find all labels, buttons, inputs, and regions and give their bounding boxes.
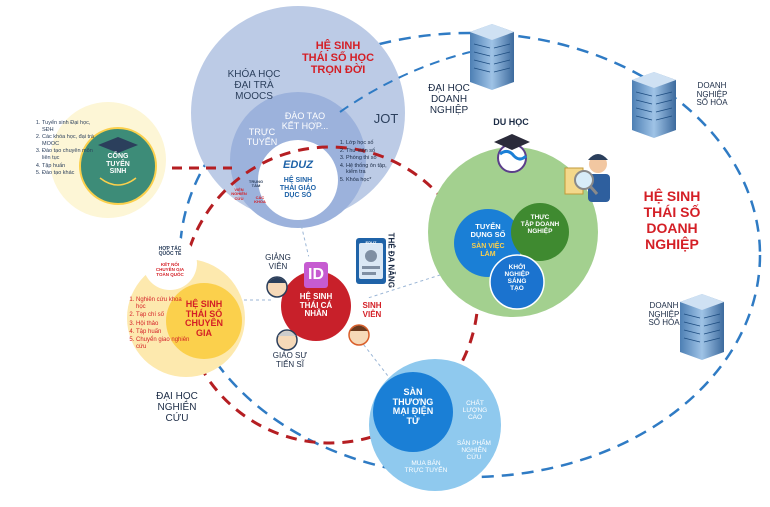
moocs-label: KHÓA HỌC ĐẠI TRÀ MOOCS	[227, 69, 281, 102]
blended-label: ĐÀO TẠO KẾT HỢP...	[281, 111, 329, 131]
card-brand: EDUZ	[365, 240, 377, 245]
list-item: Tạp chí số	[136, 312, 190, 319]
admissions-list: Tuyển sinh Đại học, SĐH Các khóa học, đạ…	[30, 120, 94, 178]
list-item: Tập huấn	[136, 329, 190, 336]
building-icon	[470, 24, 514, 90]
list-item: Nghiên cứu khoa học	[136, 297, 190, 311]
enterprise-title: HỆ SINH THÁI SỐ DOANH NGHIỆP	[643, 188, 701, 253]
digital-edu-label: HỆ SINH THÁI GIÁO DỤC SỐ	[279, 177, 317, 200]
startup-circle	[489, 254, 545, 310]
professor-label: GIÁO SƯ TIẾN SĨ	[272, 351, 308, 369]
list-item: Lớp học số	[346, 140, 398, 147]
id-icon	[304, 262, 328, 288]
recruit-label: TUYỂN DỤNG SỐ	[470, 222, 506, 240]
digital-enterprise-label-1: DOANH NGHIỆP SỐ HÓA	[696, 81, 728, 108]
research-products-label: SẢN PHẨM NGHIÊN CỨU	[457, 440, 491, 462]
list-item: Các khóa học, đại trà MOOC	[42, 134, 94, 147]
admissions-badge-label: CỔNG TUYỂN SINH	[106, 153, 130, 176]
list-item: Khóa học*	[346, 177, 398, 184]
eduz-logo: EDUZ	[283, 159, 313, 171]
avatar-icon	[276, 329, 298, 351]
faculty-tag: CÁC KHOA	[254, 195, 266, 205]
intern-label: THỰC TẬP DOANH NGHIỆP	[520, 214, 560, 236]
expert-list: Nghiên cứu khoa học Tạp chí số Hội thảo …	[124, 297, 190, 352]
list-item: Chuyển giao nghiên cứu	[136, 337, 190, 351]
expert-title: HỆ SINH THÁI SỐ CHUYÊN GIA	[184, 299, 223, 339]
marketplace-title: SÀN THƯƠNG MẠI ĐIỆN TỬ	[392, 387, 434, 427]
enterprise-university-label: ĐẠI HỌC DOANH NGHIỆP	[428, 83, 470, 116]
admissions-badge	[79, 127, 157, 205]
jot-label: JOT	[373, 111, 399, 126]
funnel-arc	[99, 177, 137, 186]
intern-circle	[511, 203, 569, 261]
avatar-icon	[266, 276, 288, 298]
lifelong-features: Lớp học số Thư viện số Phòng thi số Hệ t…	[334, 140, 398, 185]
online-label: TRỰC TUYẾN	[246, 127, 278, 147]
coop-bubble	[143, 236, 197, 290]
list-item: Tuyển sinh Đại học, SĐH	[42, 120, 94, 133]
institute-tag: VIỆN NGHIÊN CỨU	[231, 187, 247, 201]
personal-red-circle	[281, 271, 351, 341]
list-item: Đào tạo khác	[42, 170, 94, 177]
research-uni-label: ĐẠI HỌC NGHIÊN CỨU	[156, 391, 198, 424]
list-item: Hội thảo	[136, 321, 190, 328]
avatar-icon	[348, 324, 370, 346]
personal-title: HỆ SINH THÁI CÁ NHÂN	[299, 292, 333, 319]
list-item: Phòng thi số	[346, 155, 398, 162]
eduz-white-circle	[258, 140, 338, 220]
coop-label: HỢP TÁC QUỐC TẾ	[158, 246, 182, 258]
digital-enterprise-label-2: DOANH NGHIỆP SỐ HÓA	[648, 301, 680, 328]
startup-label: KHỞI NGHIỆP SÁNG TẠO	[504, 264, 530, 293]
expert-inner-circle	[166, 283, 242, 359]
online-trade-label: MUA BÁN TRỰC TUYẾN	[404, 460, 448, 475]
list-item: Đào tạo chuyên môn liên tục	[42, 148, 94, 161]
list-item: Thư viện số	[346, 148, 398, 155]
building-icon	[632, 72, 676, 138]
funnel-cap-icon	[98, 137, 138, 153]
list-item: Hệ thống ôn tập, kiểm tra	[346, 163, 398, 176]
quality-label: CHẤT LƯỢNG CAO	[462, 400, 488, 422]
study-abroad-label: DU HỌC	[493, 117, 529, 127]
building-icon	[680, 294, 724, 360]
network-label: KẾT NỐI CHUYÊN GIA TOÀN QUỐC	[155, 262, 185, 277]
id-badge: ID	[308, 266, 324, 283]
list-item: Tập huấn	[42, 163, 94, 170]
graduation-globe-icon	[494, 134, 530, 173]
student-label: SINH VIÊN	[362, 301, 382, 319]
job-floor-label: SÀN VIỆC LÀM	[471, 243, 505, 258]
lecturer-label: GIẢNG VIÊN	[265, 253, 291, 271]
phone-card-icon	[356, 238, 386, 284]
lifelong-title: HỆ SINH THÁI SỐ HỌC TRỌN ĐỜI	[301, 40, 375, 76]
center-tag: TRUNG TÂM	[248, 179, 264, 189]
marketplace-inner-circle	[373, 372, 453, 452]
multi-card-label: THẺ ĐA NĂNG	[386, 232, 396, 288]
lifelong-building-link	[339, 51, 471, 113]
job-search-icon	[564, 154, 610, 202]
